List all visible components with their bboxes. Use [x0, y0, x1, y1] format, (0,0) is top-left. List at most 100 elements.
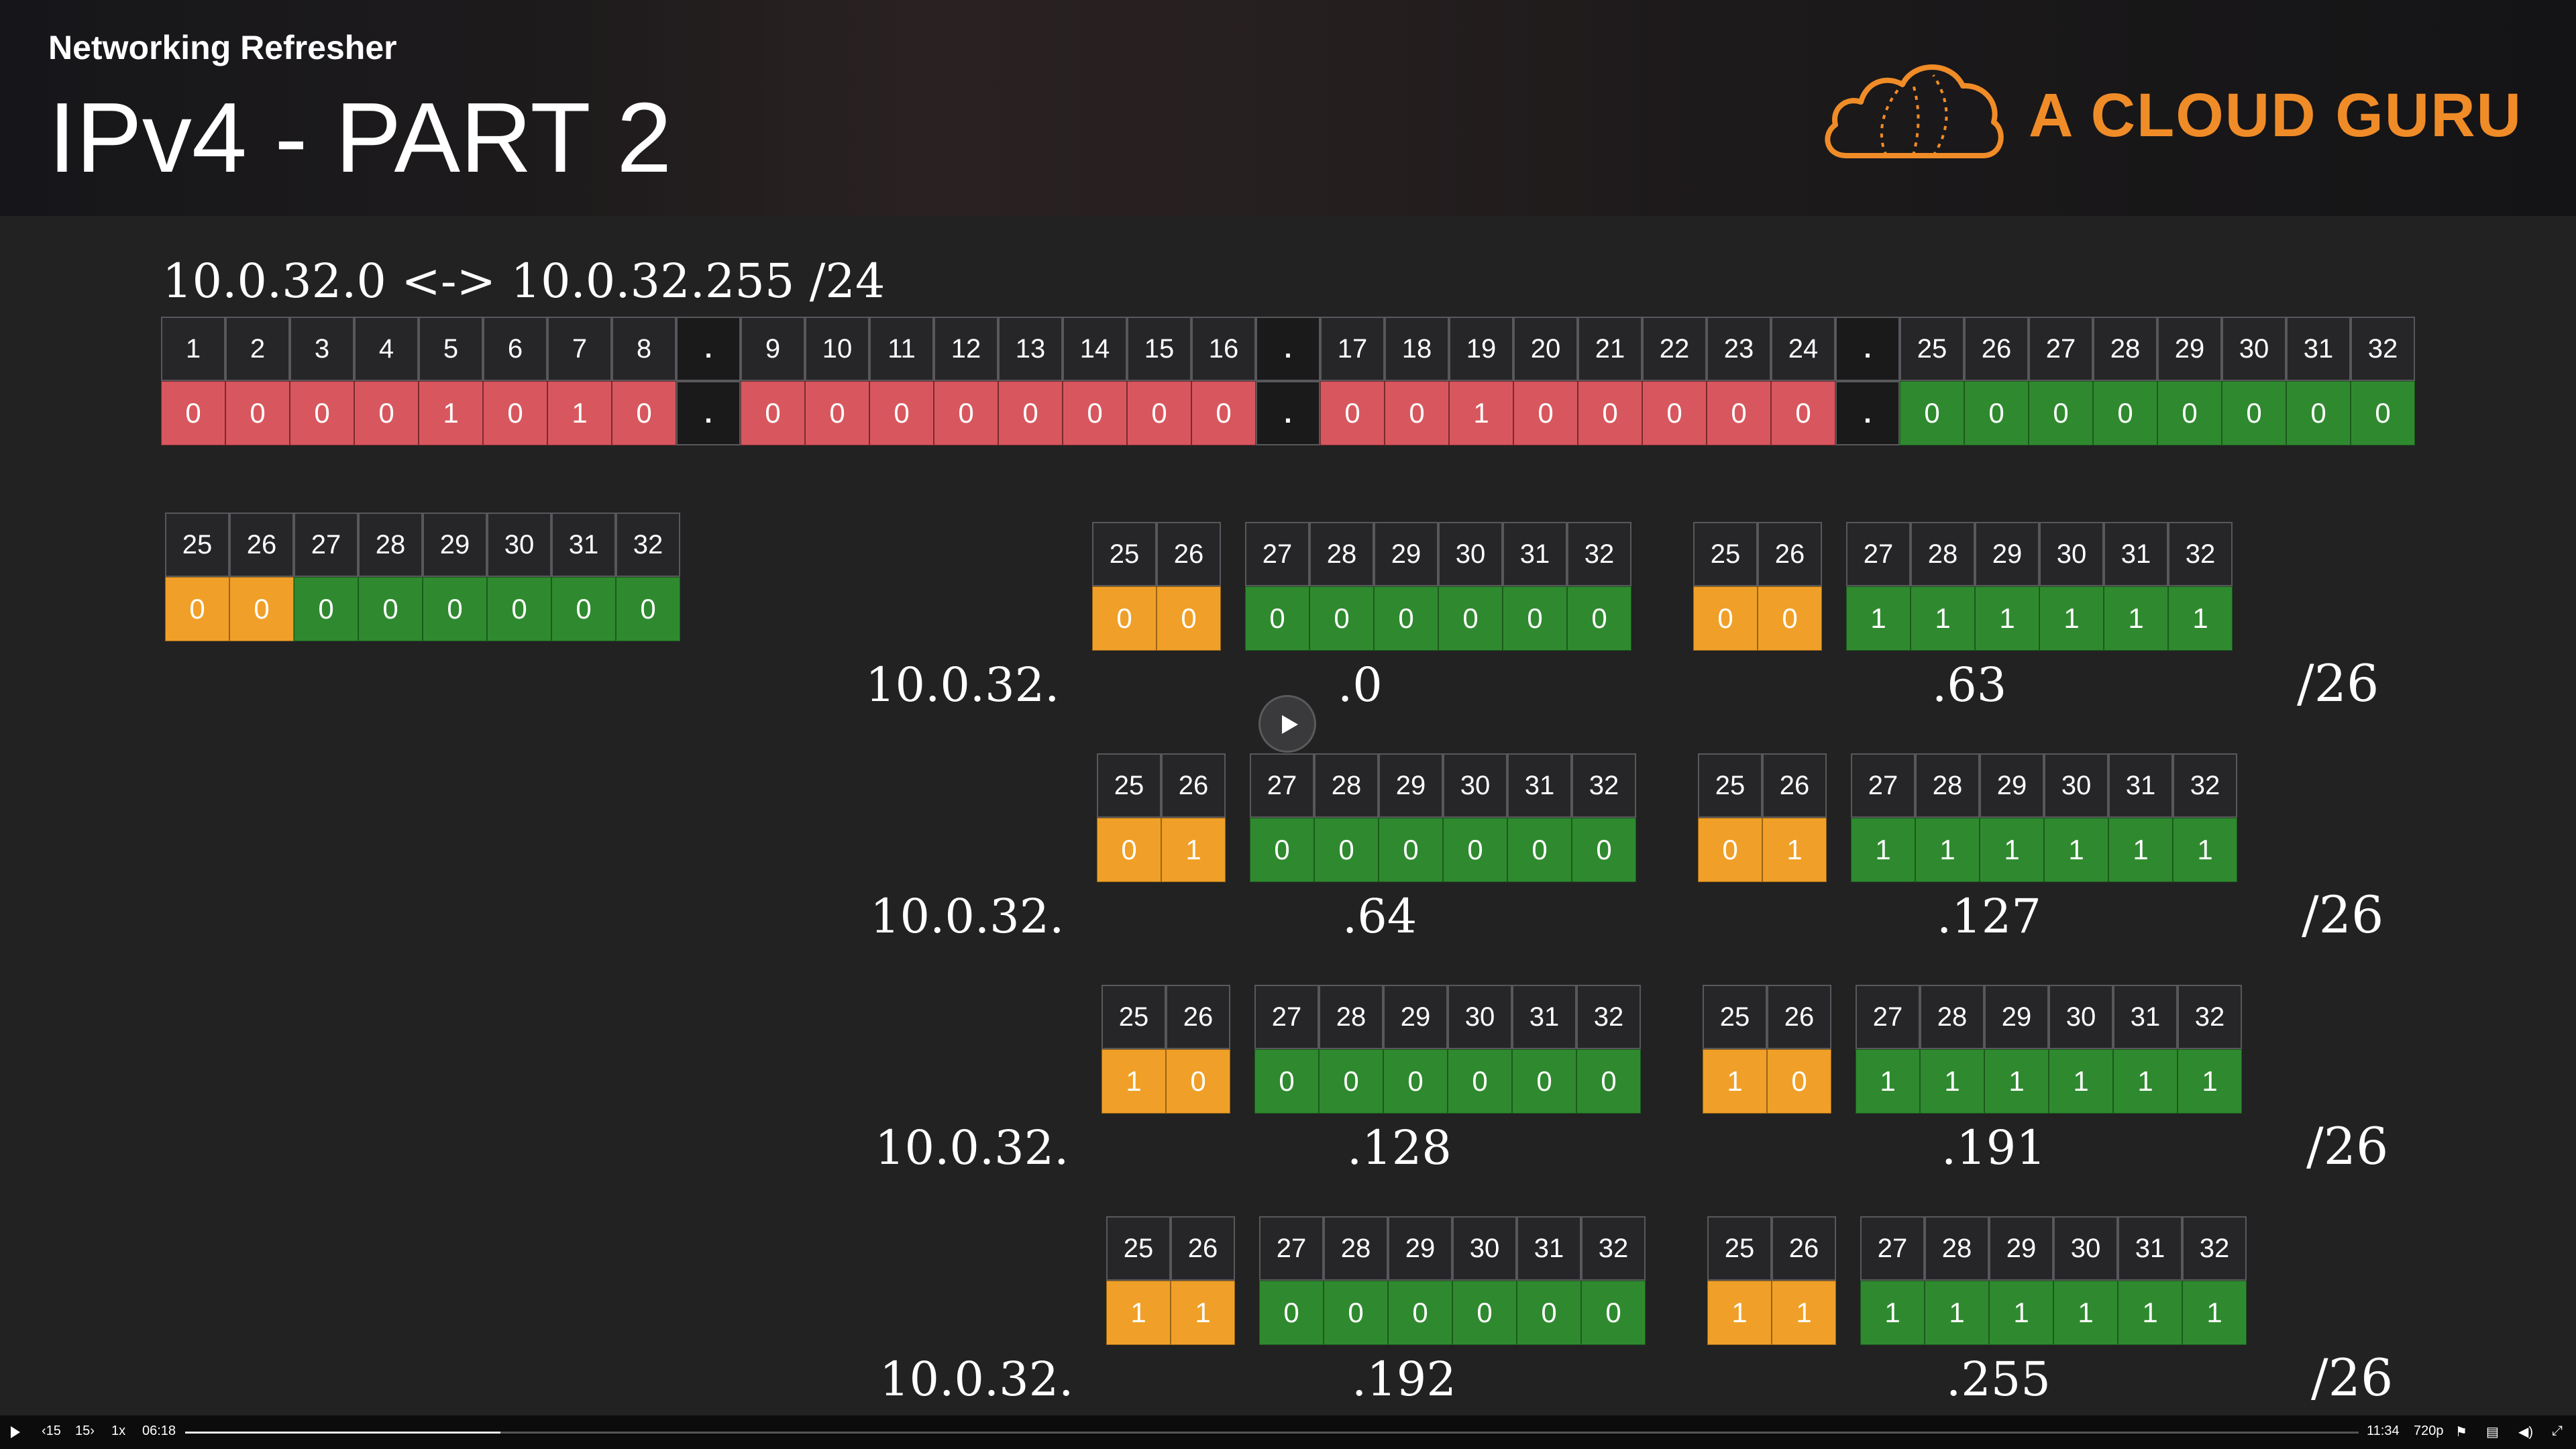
bit-value: 1 [1161, 818, 1226, 882]
bit-position-header: 29 [1383, 985, 1448, 1049]
bit-position-header: 31 [2118, 1216, 2182, 1281]
rewind-15-button[interactable]: ‹15 [42, 1424, 61, 1438]
fullscreen-icon[interactable]: ⤢ [2552, 1424, 2563, 1438]
bit-value: 1 [1920, 1049, 1984, 1114]
bit-position-header: 26 [1767, 985, 1831, 1049]
current-time: 06:18 [142, 1424, 176, 1438]
subnet-prefix-label: 10.0.32. [865, 657, 1060, 712]
bit-position-header: 30 [2049, 985, 2113, 1049]
bit-value: 0 [1443, 818, 1507, 882]
bit-position-header: 32 [2351, 317, 2415, 381]
bit-value: 1 [1762, 818, 1827, 882]
bit-value: 0 [1642, 381, 1707, 445]
bit-value: 0 [1576, 1049, 1641, 1114]
brand-logo: A CLOUD GURU [1819, 55, 2521, 169]
subnet-end-label: .63 [1932, 657, 2007, 712]
bit-value: 1 [1860, 1281, 1925, 1345]
bit-position-header: 32 [1581, 1216, 1646, 1281]
bit-value: 0 [294, 577, 358, 641]
course-subtitle: Networking Refresher [48, 29, 397, 66]
bit-position-header: 29 [2157, 317, 2222, 381]
bit-value: 0 [934, 381, 998, 445]
bit-value: 0 [2029, 381, 2093, 445]
bit-value: 0 [1320, 381, 1385, 445]
bit-position-header: 32 [2178, 985, 2242, 1049]
volume-icon[interactable]: ◀) [2518, 1425, 2534, 1440]
bit-position-header: 26 [1964, 317, 2029, 381]
progress-bar[interactable] [185, 1432, 2359, 1434]
bit-value: 0 [805, 381, 869, 445]
video-header: Networking Refresher IPv4 - PART 2 A CLO… [0, 0, 2576, 216]
bit-position-header: 15 [1127, 317, 1191, 381]
center-play-button[interactable] [1258, 695, 1316, 753]
bit-value: 0 [741, 381, 805, 445]
bit-position-header: 27 [1250, 753, 1314, 818]
bit-position-header: 27 [1860, 1216, 1925, 1281]
bit-value: 0 [1385, 381, 1449, 445]
bit-value: 1 [1915, 818, 1980, 882]
bit-position-header: 30 [2044, 753, 2108, 818]
bit-position-header: 31 [1517, 1216, 1581, 1281]
bit-position-header: 29 [1989, 1216, 2053, 1281]
forward-15-button[interactable]: 15› [75, 1424, 95, 1438]
bit-position-header: 19 [1449, 317, 1513, 381]
bit-value: 0 [1513, 381, 1578, 445]
bit-position-header: 32 [1567, 522, 1631, 586]
bit-value: 0 [1324, 1281, 1388, 1345]
bit-position-header: 30 [2053, 1216, 2118, 1281]
bit-position-header: 29 [1984, 985, 2049, 1049]
subnet-end-label: .127 [1937, 889, 2041, 944]
bit-value: 0 [551, 577, 616, 641]
bit-value: 1 [1989, 1281, 2053, 1345]
bit-value: 1 [1851, 818, 1915, 882]
bit-position-header: 25 [1900, 317, 1964, 381]
flag-icon[interactable]: ⚑ [2455, 1425, 2467, 1440]
bit-position-header: 28 [1911, 522, 1975, 586]
bit-value: 1 [2049, 1049, 2113, 1114]
bit-position-header: 25 [1106, 1216, 1171, 1281]
bit-position-header: 9 [741, 317, 805, 381]
bit-value: 0 [1758, 586, 1822, 651]
bit-position-header: 26 [1157, 522, 1221, 586]
bit-position-header: 32 [1576, 985, 1641, 1049]
octet-separator: . [676, 317, 741, 381]
bit-position-header: 4 [354, 317, 419, 381]
bit-value: 0 [2351, 381, 2415, 445]
bit-position-header: 26 [1758, 522, 1822, 586]
bit-value: 1 [1106, 1281, 1171, 1345]
bit-position-header: 29 [1388, 1216, 1452, 1281]
bit-position-header: 28 [1314, 753, 1379, 818]
bit-position-header: 8 [612, 317, 676, 381]
bit-value: 0 [1581, 1281, 1646, 1345]
bit-value: 1 [1856, 1049, 1920, 1114]
bit-value: 0 [354, 381, 419, 445]
bit-position-header: 28 [1920, 985, 1984, 1049]
bit-position-header: 17 [1320, 317, 1385, 381]
play-icon [1282, 715, 1298, 734]
speed-button[interactable]: 1x [111, 1424, 126, 1438]
bit-value: 1 [419, 381, 483, 445]
bit-position-header: 7 [547, 317, 612, 381]
captions-icon[interactable]: ▤ [2486, 1425, 2499, 1440]
bit-value: 0 [1693, 586, 1758, 651]
bit-value: 0 [487, 577, 551, 641]
play-icon[interactable] [11, 1426, 20, 1438]
bit-value: 0 [2222, 381, 2286, 445]
bit-position-header: 26 [1161, 753, 1226, 818]
bit-value: 1 [1975, 586, 2039, 651]
bit-position-header: 27 [1856, 985, 1920, 1049]
bit-position-header: 31 [1512, 985, 1576, 1049]
bit-position-header: 29 [1379, 753, 1443, 818]
subnet-prefix-label: 10.0.32. [879, 1352, 1074, 1407]
bit-position-header: 26 [229, 513, 294, 577]
bit-position-header: 30 [487, 513, 551, 577]
quality-button[interactable]: 720p [2414, 1424, 2444, 1438]
bit-value: 0 [1698, 818, 1762, 882]
bit-value: 0 [998, 381, 1063, 445]
octet-separator: . [1835, 381, 1900, 445]
bit-position-header: 31 [2108, 753, 2173, 818]
bit-value: 1 [2044, 818, 2108, 882]
bit-position-header: 20 [1513, 317, 1578, 381]
bit-value: 0 [2286, 381, 2351, 445]
bit-value: 1 [1911, 586, 1975, 651]
